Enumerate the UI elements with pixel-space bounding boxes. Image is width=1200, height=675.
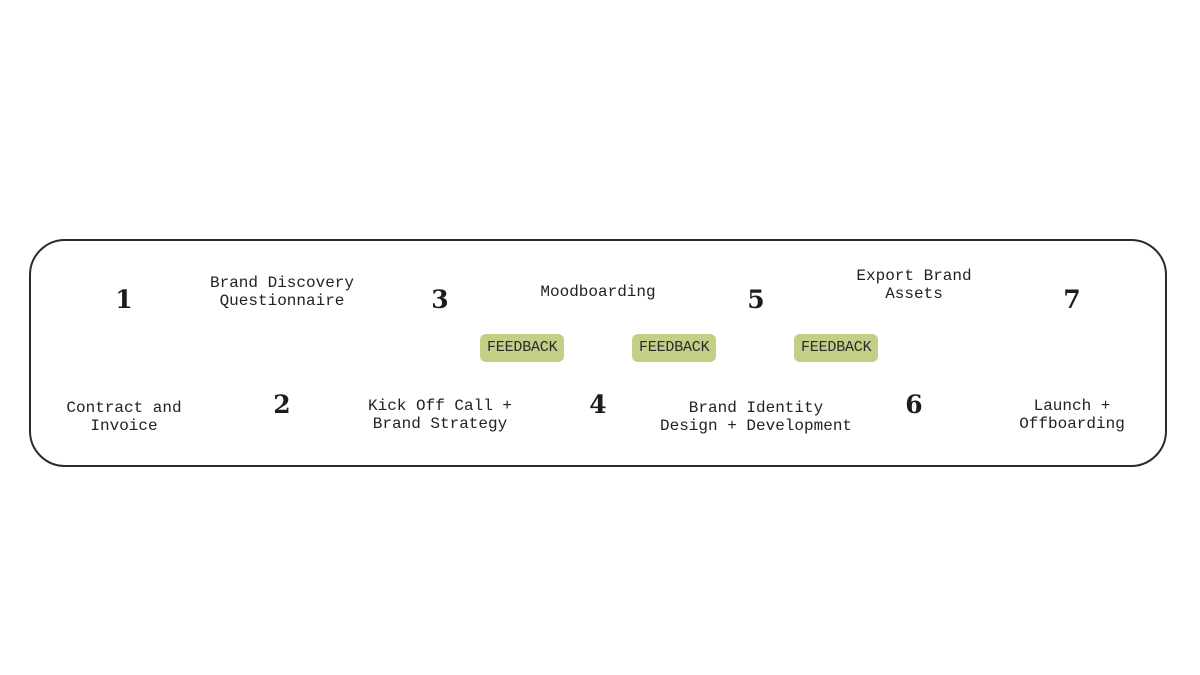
step-3-number: 3: [431, 285, 449, 314]
step-5-number: 5: [747, 285, 765, 314]
step-6-label-line1: Export Brand: [856, 267, 972, 285]
step-4-label-line1: Moodboarding: [540, 283, 656, 301]
step-3-label-line2: Brand Strategy: [372, 415, 508, 433]
feedback-badge-2: FEEDBACK: [632, 334, 717, 362]
step-6-number: 6: [905, 390, 923, 419]
step-5-label-line1: Brand Identity: [688, 399, 824, 417]
step-3-label-line1: Kick Off Call +: [367, 397, 513, 415]
step-2-label-line1: Brand Discovery: [209, 274, 355, 292]
step-1-label-line1: Contract and: [66, 399, 182, 417]
step-2-label: Brand Discovery Questionnaire: [192, 274, 372, 310]
step-1-label-line2: Invoice: [90, 417, 158, 435]
step-6-label-line2: Assets: [885, 285, 943, 303]
step-2-label-line2: Questionnaire: [219, 292, 345, 310]
process-timeline-panel: [29, 239, 1167, 467]
feedback-badge-1: FEEDBACK: [480, 334, 565, 362]
step-7-label-line1: Launch +: [1033, 397, 1111, 415]
step-2-number: 2: [273, 390, 291, 419]
step-5-label-line2: Design + Development: [659, 417, 853, 435]
step-4-label: Moodboarding: [508, 283, 688, 301]
step-7-number: 7: [1063, 285, 1081, 314]
step-7-label: Launch + Offboarding: [982, 397, 1162, 433]
step-1-label: Contract and Invoice: [44, 399, 204, 435]
feedback-badge-3: FEEDBACK: [794, 334, 879, 362]
step-4-number: 4: [589, 390, 607, 419]
step-1-number: 1: [115, 285, 133, 314]
step-6-label: Export Brand Assets: [824, 267, 1004, 303]
step-5-label: Brand Identity Design + Development: [646, 399, 866, 435]
step-3-label: Kick Off Call + Brand Strategy: [350, 397, 530, 433]
step-7-label-line2: Offboarding: [1019, 415, 1125, 433]
